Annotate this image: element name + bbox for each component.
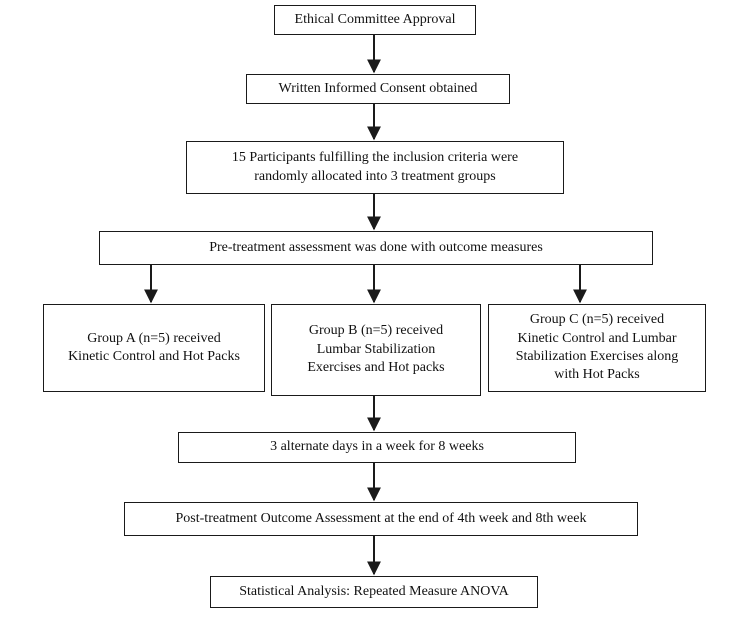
ethics-approval-box: Ethical Committee Approval — [274, 5, 476, 35]
group-c-text-line2: Kinetic Control and Lumbar — [517, 330, 677, 346]
pretreatment-box: Pre-treatment assessment was done with o… — [99, 231, 653, 265]
group-b-text-line2: Lumbar Stabilization — [316, 341, 436, 357]
posttreatment-text: Post-treatment Outcome Assessment at the… — [175, 510, 587, 526]
schedule-text: 3 alternate days in a week for 8 weeks — [270, 439, 484, 455]
group-c-text-line3: Stabilization Exercises along — [515, 349, 679, 364]
analysis-text: Statistical Analysis: Repeated Measure A… — [239, 583, 509, 599]
group-b-text-line1: Group B (n=5) received — [308, 323, 444, 339]
ethics-approval-text: Ethical Committee Approval — [294, 11, 456, 27]
pretreatment-text: Pre-treatment assessment was done with o… — [209, 239, 543, 255]
group-a-text-line2: Kinetic Control and Hot Packs — [68, 349, 240, 364]
group-c-text-line1: Group C (n=5) received — [529, 312, 665, 328]
posttreatment-box: Post-treatment Outcome Assessment at the… — [124, 502, 638, 536]
group-b-text-line3: Exercises and Hot packs — [307, 360, 445, 376]
randomization-text-line1: 15 Participants fulfilling the inclusion… — [231, 150, 519, 166]
group-c-text-line4: with Hot Packs — [554, 367, 640, 383]
group-b-box: Group B (n=5) received Lumbar Stabilizat… — [271, 304, 481, 396]
informed-consent-box: Written Informed Consent obtained — [246, 74, 510, 104]
group-a-box: Group A (n=5) received Kinetic Control a… — [43, 304, 265, 392]
randomization-text-line2: randomly allocated into 3 treatment grou… — [254, 168, 496, 184]
schedule-box: 3 alternate days in a week for 8 weeks — [178, 432, 576, 463]
informed-consent-text: Written Informed Consent obtained — [278, 80, 478, 96]
analysis-box: Statistical Analysis: Repeated Measure A… — [210, 576, 538, 608]
randomization-box: 15 Participants fulfilling the inclusion… — [186, 141, 564, 194]
group-a-text-line1: Group A (n=5) received — [87, 330, 221, 346]
group-c-box: Group C (n=5) received Kinetic Control a… — [488, 304, 706, 392]
